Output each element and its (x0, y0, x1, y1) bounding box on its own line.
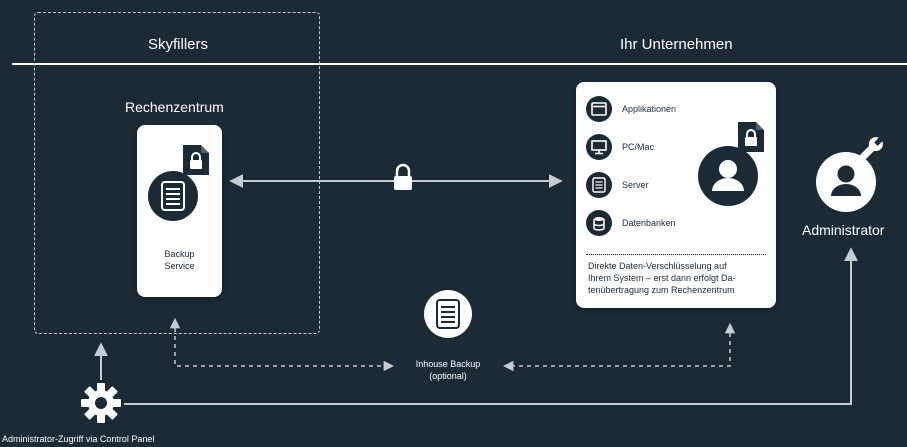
datacenter-title: Rechenzentrum (125, 99, 224, 115)
note-line-3: tenübertragung zum Rechenzentrum (588, 285, 735, 295)
item-label: PC/Mac (622, 142, 655, 152)
item-label: Applikationen (622, 104, 677, 114)
backup-service-label-2: Service (164, 261, 195, 271)
monitor-icon (586, 134, 612, 160)
backup-service-card: Backup Service (137, 125, 222, 297)
header-company: Ihr Unternehmen (620, 36, 733, 53)
application-window-icon (586, 96, 612, 122)
note-line-2: Ihrem System – erst dann erfolgt Da- (588, 273, 736, 283)
inhouse-label-1: Inhouse Backup (415, 359, 481, 369)
inhouse-link-right (502, 322, 736, 372)
item-label: Datenbanken (622, 218, 676, 228)
company-systems-card: Applikationen PC/Mac Server Datenbanken (576, 82, 776, 308)
locked-document-icon (183, 145, 209, 175)
list-item-applikationen: Applikationen (586, 96, 676, 122)
card-divider (586, 254, 766, 255)
locked-document-icon (738, 122, 764, 152)
database-icon (586, 210, 612, 236)
administrator-avatar-icon (816, 136, 884, 212)
note-line-1: Direkte Daten-Verschlüsselung auf (588, 261, 727, 271)
inhouse-label-2: (optional) (429, 371, 467, 381)
lock-icon (394, 163, 412, 190)
header-skyfillers: Skyfillers (148, 36, 209, 53)
gear-icon (81, 383, 121, 423)
inhouse-link-left (169, 317, 395, 372)
list-item-server: Server (586, 172, 676, 198)
server-circle-icon (148, 171, 198, 221)
encryption-note: Direkte Daten-Verschlüsselung auf Ihrem … (588, 260, 736, 296)
control-panel-label: Administrator-Zugriff via Control Panel (2, 434, 155, 444)
control-panel-link-admin (124, 247, 858, 405)
header-divider (12, 63, 907, 65)
item-label: Server (622, 180, 649, 190)
backup-service-label-1: Backup (164, 249, 195, 259)
inhouse-backup-icon (424, 290, 472, 338)
administrator-label: Administrator (802, 222, 885, 238)
user-avatar-icon (698, 146, 758, 206)
server-icon (586, 172, 612, 198)
list-item-datenbanken: Datenbanken (586, 210, 676, 236)
list-item-pcmac: PC/Mac (586, 134, 676, 160)
